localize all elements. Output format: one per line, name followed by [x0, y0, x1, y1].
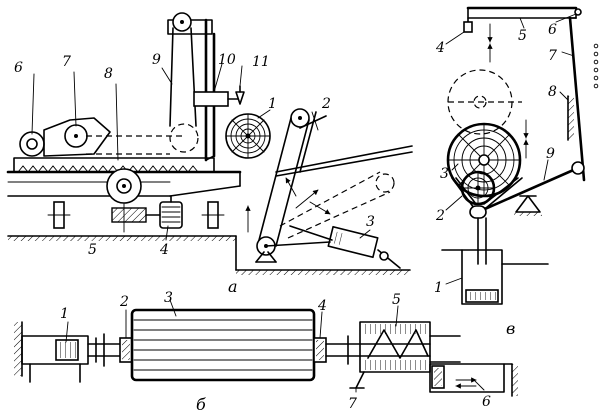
callout-c-9: 9 [546, 146, 555, 162]
callout-b-7: 7 [348, 396, 357, 412]
ground-a [7, 235, 411, 275]
callout-c-3: 3 [440, 166, 449, 182]
callout-c-1: 1 [434, 280, 443, 296]
column-tower [167, 12, 216, 162]
figure-b [14, 308, 518, 397]
callout-a-6: 6 [14, 60, 23, 76]
gear-5 [106, 168, 142, 204]
motion-arrows-a [245, 177, 331, 233]
callout-c-2: 2 [435, 208, 445, 224]
web-strip [275, 145, 413, 177]
callout-a-3: 3 [366, 214, 375, 230]
callout-c-4: 4 [435, 40, 445, 56]
sublabel-a: а [228, 277, 238, 296]
belt-9 [169, 27, 199, 153]
callout-c-5: 5 [518, 28, 527, 44]
callouts-c: 4 5 6 7 8 3 2 9 1 в [434, 13, 577, 338]
figure-c [441, 6, 599, 305]
rack-8 [13, 157, 215, 173]
figure-a [6, 12, 413, 275]
callout-a-11: 11 [252, 54, 270, 70]
callout-a-1: 1 [268, 96, 277, 112]
callout-b-6: 6 [482, 394, 491, 410]
callout-a-9: 9 [152, 52, 161, 68]
callout-b-3: 3 [164, 290, 173, 306]
callouts-b: 1 2 3 4 5 6 7 б [60, 290, 491, 414]
callout-c-8: 8 [548, 84, 557, 100]
motor-4 [111, 195, 183, 229]
sublabel-b: б [196, 395, 206, 414]
inclined-arm-2 [255, 108, 327, 263]
callout-b-2: 2 [119, 294, 129, 310]
callouts-a: 6 7 8 9 10 11 1 2 3 4 5 а [14, 52, 375, 296]
callout-b-1: 1 [60, 306, 69, 322]
callout-a-2: 2 [321, 96, 331, 112]
cylinder-3 [265, 225, 401, 269]
callout-a-5: 5 [88, 242, 97, 258]
drive-unit-6-7 [19, 117, 182, 157]
callout-a-10: 10 [218, 52, 236, 68]
pin-row-6 [593, 43, 599, 89]
running-wheels [47, 201, 225, 229]
sublabel-c: в [506, 319, 515, 338]
callout-a-4: 4 [159, 242, 169, 258]
callout-a-7: 7 [62, 54, 71, 70]
dashed-alt-position [279, 171, 395, 239]
callout-c-7: 7 [548, 48, 557, 64]
callout-c-6: 6 [548, 22, 557, 38]
callout-b-5: 5 [392, 292, 401, 308]
callout-a-8: 8 [104, 66, 113, 82]
block-10 [193, 85, 245, 107]
roll-1 [225, 113, 271, 159]
callout-b-4: 4 [317, 298, 327, 314]
